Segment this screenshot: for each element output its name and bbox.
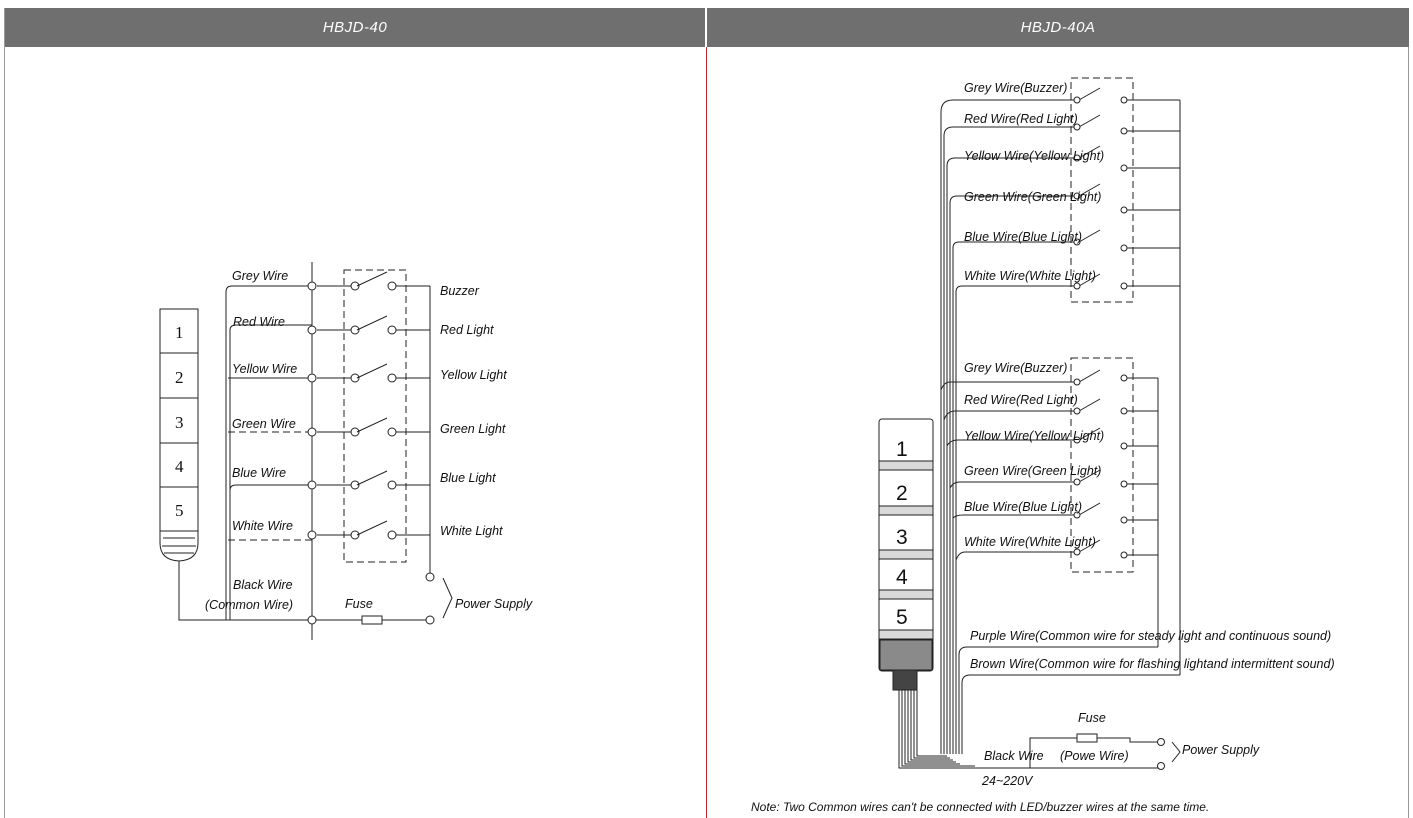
left-fuse-label: Fuse xyxy=(345,597,373,611)
tower-number-4: 4 xyxy=(175,457,184,476)
left-wire-label-blue: Blue Wire xyxy=(232,466,286,480)
hbjd-40-diagram: 1 2 3 4 5 xyxy=(159,262,533,640)
left-wire-label-yellow: Yellow Wire xyxy=(232,362,297,376)
g1-red-wire-label: Red Wire(Red Light) xyxy=(964,112,1078,126)
left-output-white-light: White Light xyxy=(440,524,503,538)
g1-white-wire-label: White Wire(White Light) xyxy=(964,269,1096,283)
panel-divider xyxy=(706,47,707,818)
cable-bundle xyxy=(898,690,975,769)
g1-yellow-wire-label: Yellow Wire(Yellow Light) xyxy=(964,149,1104,163)
header-hbjd-40a: HBJD-40A xyxy=(707,8,1409,47)
g2-red-wire-label: Red Wire(Red Light) xyxy=(964,393,1078,407)
hbjd-40a-diagram: 1 2 3 4 5 xyxy=(751,77,1335,814)
left-wire-label-green: Green Wire xyxy=(232,417,296,431)
tower-a-number-3: 3 xyxy=(896,526,908,549)
tower-number-2: 2 xyxy=(175,368,184,387)
tower-a-number-1: 1 xyxy=(896,438,908,461)
note-text: Note: Two Common wires can't be connecte… xyxy=(751,800,1209,814)
right-black-wire-label: Black Wire xyxy=(984,749,1044,763)
tower-a-number-2: 2 xyxy=(896,482,908,505)
tower-a-number-5: 5 xyxy=(896,606,908,629)
left-output-yellow-light: Yellow Light xyxy=(440,368,507,382)
right-power-supply-label: Power Supply xyxy=(1182,743,1260,757)
voltage-label: 24~220V xyxy=(981,774,1034,788)
g2-white-wire-label: White Wire(White Light) xyxy=(964,535,1096,549)
left-output-blue-light: Blue Light xyxy=(440,471,496,485)
left-black-wire-label: Black Wire xyxy=(233,578,293,592)
right-fuse-label: Fuse xyxy=(1078,711,1106,725)
right-powe-wire-label: (Powe Wire) xyxy=(1060,749,1129,763)
left-wire-label-red: Red Wire xyxy=(233,315,285,329)
g1-grey-wire-label: Grey Wire(Buzzer) xyxy=(964,81,1067,95)
right-frame-line xyxy=(1408,8,1409,818)
left-power-supply-label: Power Supply xyxy=(455,597,533,611)
g2-grey-wire-label: Grey Wire(Buzzer) xyxy=(964,361,1067,375)
left-output-red-light: Red Light xyxy=(440,323,494,337)
left-output-buzzer: Buzzer xyxy=(440,284,480,298)
header-hbjd-40: HBJD-40 xyxy=(5,8,705,47)
purple-wire-label: Purple Wire(Common wire for steady light… xyxy=(970,629,1331,643)
tower-a-number-4: 4 xyxy=(896,566,908,589)
tower-light-right: 1 2 3 4 5 xyxy=(878,418,934,691)
left-wire-label-grey: Grey Wire xyxy=(232,269,288,283)
g1-blue-wire-label: Blue Wire(Blue Light) xyxy=(964,230,1082,244)
brown-wire-label: Brown Wire(Common wire for flashing ligh… xyxy=(970,657,1335,671)
g2-blue-wire-label: Blue Wire(Blue Light) xyxy=(964,500,1082,514)
tower-number-3: 3 xyxy=(175,413,184,432)
left-frame-line xyxy=(4,8,5,818)
g2-green-wire-label: Green Wire(Green Light) xyxy=(964,464,1101,478)
g2-yellow-wire-label: Yellow Wire(Yellow Light) xyxy=(964,429,1104,443)
left-wire-label-white: White Wire xyxy=(232,519,293,533)
tower-number-1: 1 xyxy=(175,323,184,342)
tower-light-left: 1 2 3 4 5 xyxy=(159,308,199,562)
left-common-wire-label: (Common Wire) xyxy=(205,598,293,612)
left-output-green-light: Green Light xyxy=(440,422,506,436)
tower-number-5: 5 xyxy=(175,501,184,520)
g1-green-wire-label: Green Wire(Green Light) xyxy=(964,190,1101,204)
